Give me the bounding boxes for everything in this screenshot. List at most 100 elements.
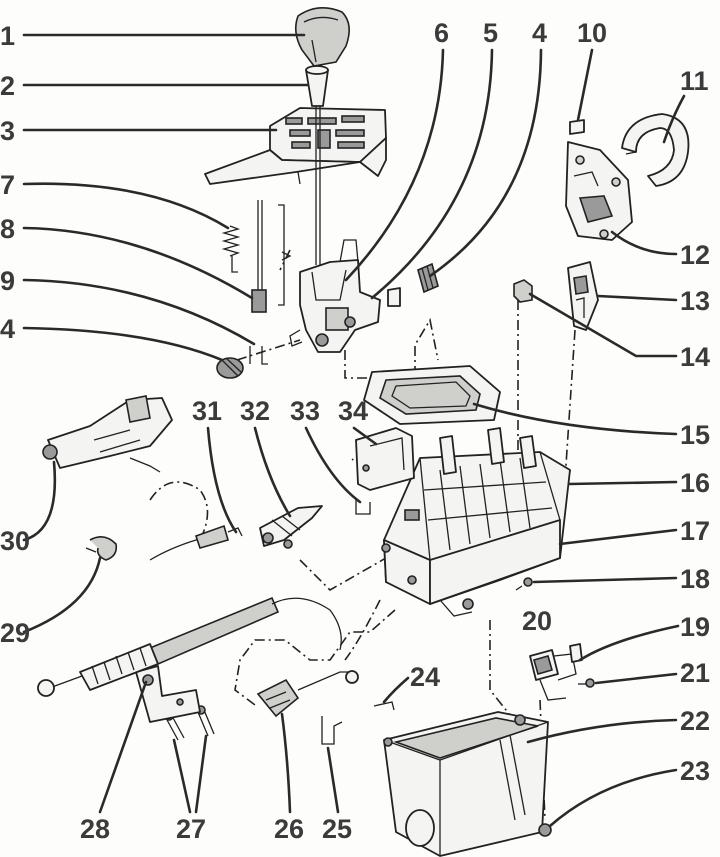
part-lever-assembly-32 [259,505,323,549]
part-switch [567,261,599,331]
callout-16: 16 [680,468,710,498]
part-selector-cover [204,107,387,185]
leader-line-25 [326,746,340,814]
callout-20: 20 [522,606,552,636]
part-screw-18 [515,577,533,591]
callout-30: 30 [0,526,30,556]
leader-line-9 [22,278,256,346]
part-bushing-top [387,262,439,307]
leader-line-12 [610,230,678,256]
part-shift-cable [37,596,342,697]
part-cube [513,279,533,303]
callout-25: 25 [322,814,352,844]
callout-11: 11 [680,66,709,96]
callout-26: 26 [274,814,304,844]
leader-line-19 [578,624,680,662]
part-cable-31 [149,524,243,561]
part-nut-23 [538,823,552,837]
part-spring [221,225,241,273]
part-clip-33 [355,498,371,515]
callout-22: 22 [680,706,710,736]
callout-14: 14 [680,342,710,372]
callout-6: 6 [434,18,449,48]
callout-4-left: 4 [0,314,15,344]
callout-18: 18 [680,564,710,594]
callout-19: 19 [680,612,710,642]
part-pin-24 [373,701,395,711]
leader-line-17 [558,528,678,546]
part-clip-25 [321,716,343,745]
callout-23: 23 [680,756,710,786]
leader-line-30 [22,460,57,542]
leader-line-27b [194,734,208,814]
callout-13: 13 [680,286,710,316]
callout-1: 1 [0,21,15,51]
part-bottom-tray [383,711,549,857]
callout-17: 17 [680,516,710,546]
part-sleeve [305,65,329,107]
part-cable-end-26 [256,670,359,718]
callout-8: 8 [0,214,15,244]
part-lever-bracket-30 [42,395,173,473]
leader-line-22 [526,718,678,744]
leader-line-33 [304,426,362,504]
callout-21: 21 [680,658,710,688]
part-detent-ring [621,113,690,187]
leader-line-15 [472,402,678,436]
leader-line-7 [22,182,230,230]
leader-line-27a [172,738,192,814]
part-selector-housing [381,427,571,617]
leader-line-4-left [22,326,224,362]
leader-lines [22,33,686,828]
leader-line-4-top [428,48,543,278]
callout-29: 29 [0,618,30,648]
callout-3: 3 [0,116,15,146]
callout-31: 31 [192,396,222,426]
leader-line-28 [98,680,148,814]
leader-line-13 [596,294,678,302]
leader-line-16 [567,480,678,486]
callout-9: 9 [0,266,15,296]
leader-line-23 [548,768,678,828]
callout-34: 34 [338,396,368,426]
leader-line-18 [532,576,678,584]
part-shift-lever-mechanism [289,106,381,353]
assembly-dash-lines [149,249,576,821]
callout-2: 2 [0,71,15,101]
callout-10: 10 [577,18,607,48]
leader-line-6 [344,48,445,282]
callout-12: 12 [680,240,710,270]
leader-line-32 [253,426,292,518]
part-gasket-frame [363,365,501,425]
callout-33: 33 [290,396,320,426]
callout-7: 7 [0,170,15,200]
callout-27: 27 [176,814,206,844]
leader-line-26 [280,712,292,814]
part-clip-10 [569,119,585,135]
callout-32: 32 [240,396,270,426]
leader-line-11 [662,94,686,144]
leader-line-24 [382,676,410,704]
part-bushing-left [216,346,268,379]
leader-line-5 [370,48,494,300]
leader-line-31 [206,426,238,534]
part-screw-21 [578,678,595,688]
callout-15: 15 [680,420,710,450]
callout-labels: 1 2 3 7 8 9 4 6 5 4 10 11 12 13 14 15 16… [0,18,710,844]
part-shift-knob [294,7,350,67]
part-clip-29 [85,536,118,561]
leader-line-8 [22,226,254,300]
part-bracket-34 [355,427,415,491]
callout-5: 5 [483,18,498,48]
part-solenoid [529,649,577,701]
part-detent-plate [565,141,633,241]
leader-line-10 [576,48,594,122]
part-bracket-28 [135,665,201,723]
leader-line-29 [22,556,102,634]
callout-24: 24 [410,662,440,692]
leader-line-34 [352,426,378,446]
callout-28: 28 [80,814,110,844]
callout-4-top: 4 [532,18,547,48]
leader-line-14 [528,292,678,358]
